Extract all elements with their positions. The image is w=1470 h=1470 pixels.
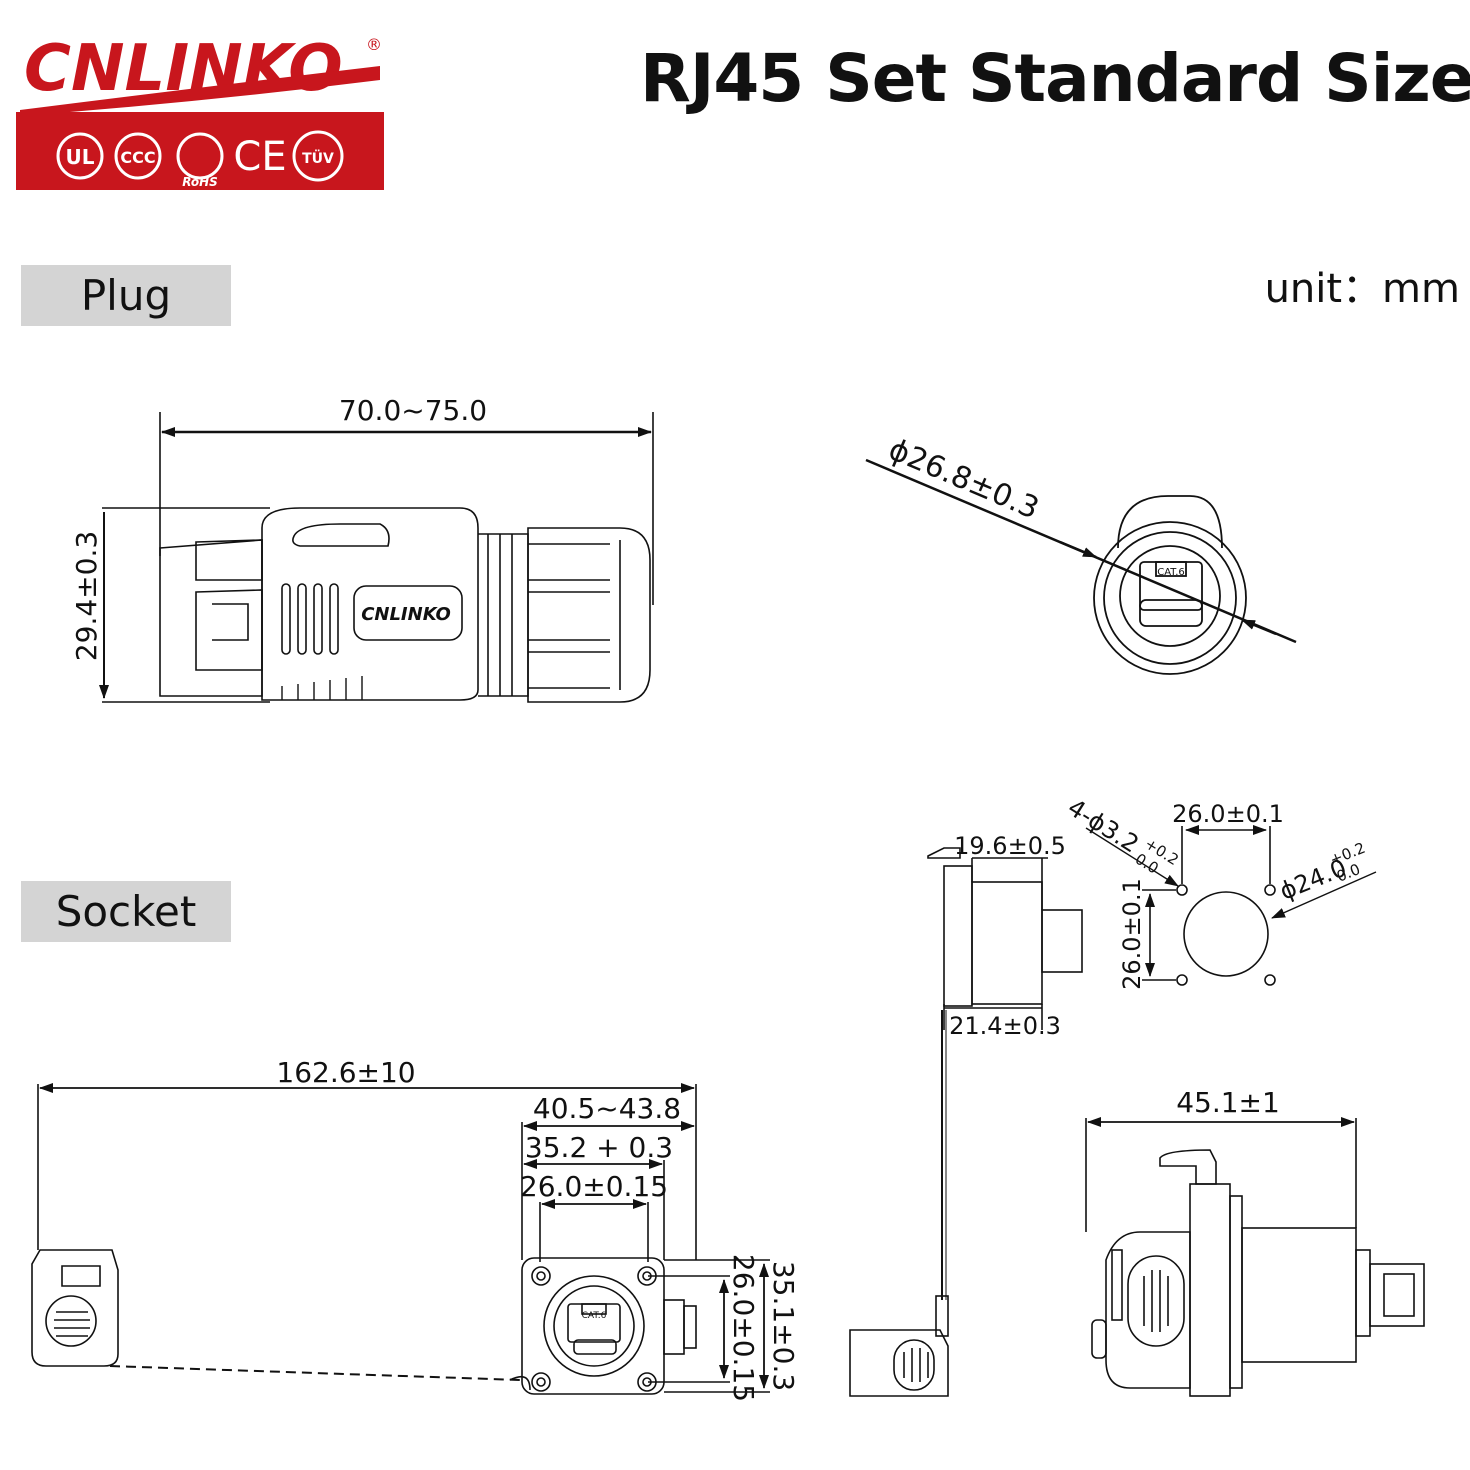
cutout-spacing-v-dim: 26.0±0.1 xyxy=(1118,878,1146,990)
socket-side-top-dim: 19.6±0.5 xyxy=(954,832,1066,860)
ccc-icon xyxy=(114,132,162,180)
plug-section-label: Plug xyxy=(21,265,231,326)
plug-front-view xyxy=(865,458,1297,675)
unit-label: unit：mm xyxy=(1264,266,1460,312)
socket-jack-label: CAT.6 xyxy=(582,1311,607,1321)
rohs-icon xyxy=(176,132,224,180)
socket-side-length-dim: 45.1±1 xyxy=(1176,1086,1280,1119)
socket-large-side-view xyxy=(1085,1117,1425,1397)
socket-length-b-dim: 35.2 + 0.3 xyxy=(525,1131,673,1164)
page-title: RJ45 Set Standard Size xyxy=(640,40,1470,117)
plug-side-view: CNLINKO xyxy=(99,412,654,703)
tuv-icon xyxy=(292,130,344,182)
svg-text:CCC: CCC xyxy=(120,148,155,167)
socket-side-bottom-dim: 21.4±0.3 xyxy=(949,1012,1061,1040)
registered-mark: ® xyxy=(366,35,382,54)
socket-total-length-dim: 162.6±10 xyxy=(276,1056,415,1089)
svg-text:RoHS: RoHS xyxy=(182,175,218,189)
socket-narrow-side-view xyxy=(849,847,1083,1397)
socket-section-label: Socket xyxy=(21,881,231,942)
socket-flange-height-dim: 35.1±0.3 xyxy=(767,1261,800,1391)
cutout-spacing-h-dim: 26.0±0.1 xyxy=(1172,800,1284,828)
ul-icon xyxy=(56,132,104,180)
plug-diameter-dim: ϕ26.8±0.3 xyxy=(883,432,1043,527)
panel-cutout-view xyxy=(1085,825,1377,986)
plug-brand-mark: CNLINKO xyxy=(361,604,451,625)
mounting-holes-dim: 4-ϕ3.2 xyxy=(1063,793,1144,858)
socket-length-a-dim: 40.5~43.8 xyxy=(533,1092,681,1125)
cnlinko-logo: CNLINKO ® UL CCC RoHS CE TÜV xyxy=(14,18,386,192)
socket-hole-spacing-dim: 26.0±0.15 xyxy=(520,1170,668,1203)
plug-jack-label: CAT.6 xyxy=(1157,567,1185,578)
svg-text:UL: UL xyxy=(66,145,95,169)
plug-length-dim: 70.0~75.0 xyxy=(339,394,487,427)
socket-front-view xyxy=(31,1083,770,1395)
plug-height-dim: 29.4±0.3 xyxy=(70,531,103,661)
socket-hole-spacing-v-dim: 26.0±0.15 xyxy=(727,1254,760,1402)
svg-text:TÜV: TÜV xyxy=(302,149,334,167)
ce-icon: CE xyxy=(233,134,286,180)
